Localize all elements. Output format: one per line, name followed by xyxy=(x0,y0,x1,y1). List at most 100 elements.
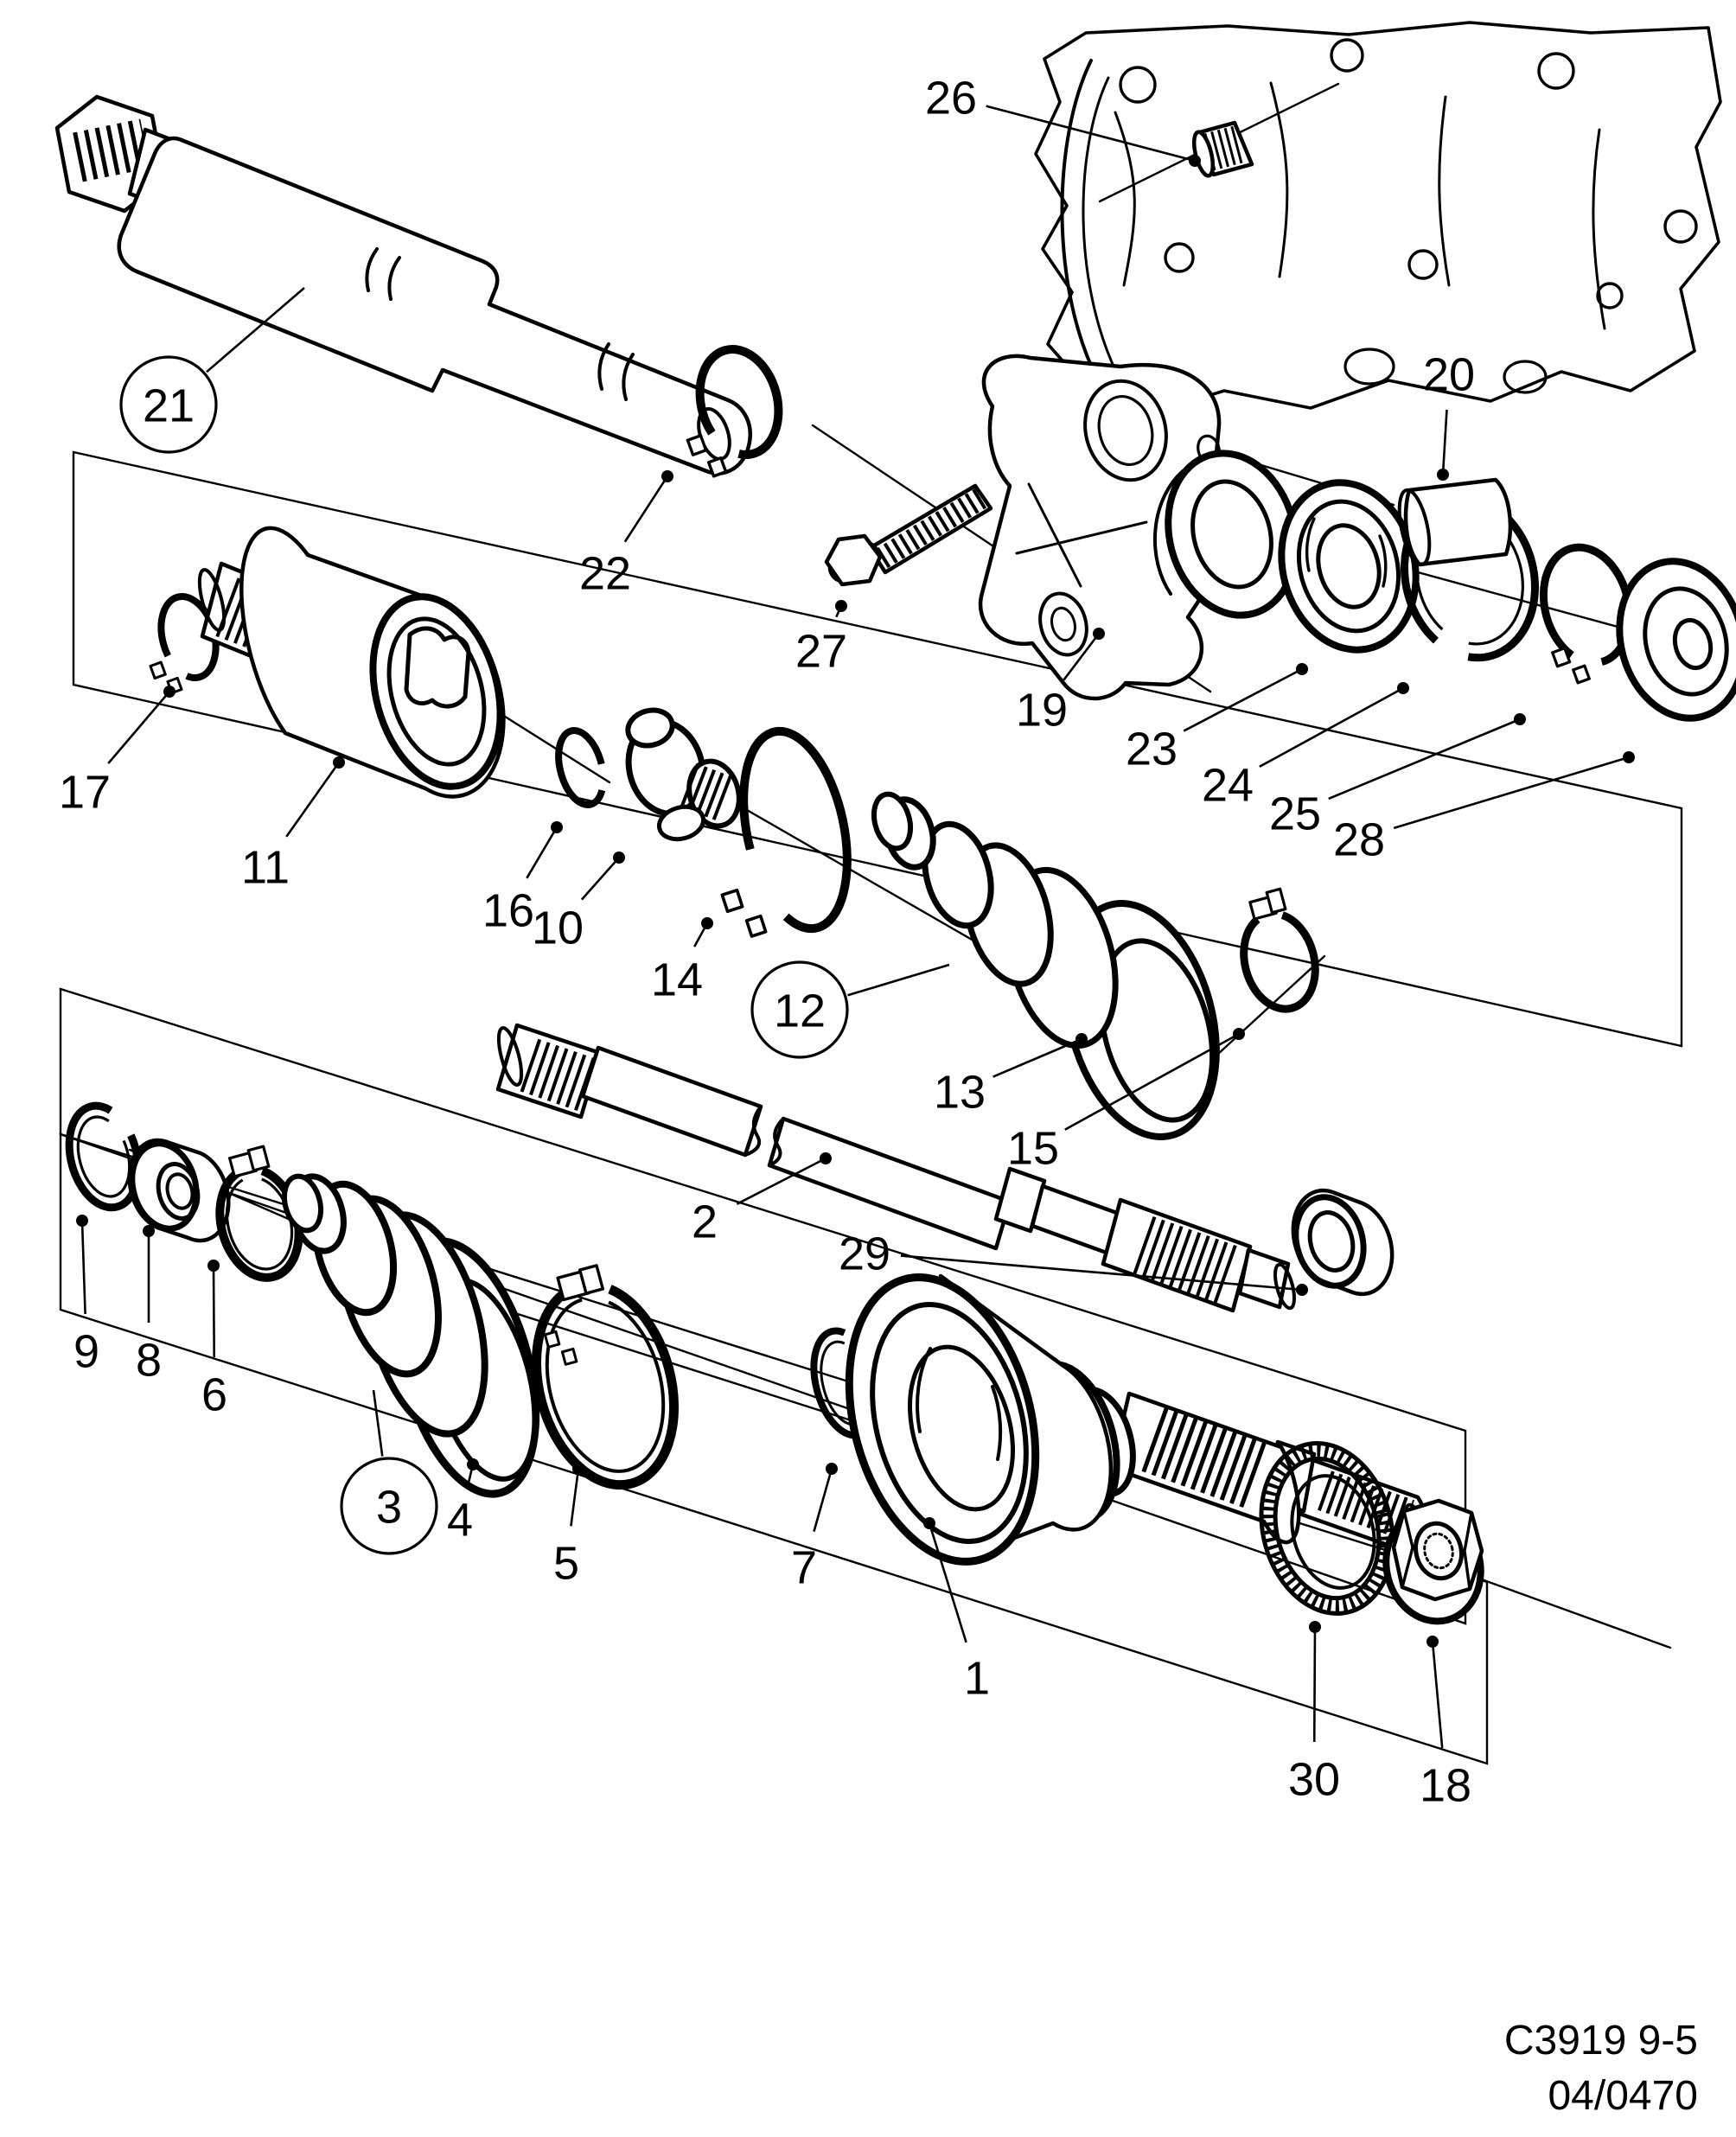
callout-number-22: 22 xyxy=(579,547,631,599)
callout-9-snap-ring-outer: 9 xyxy=(73,1215,99,1377)
leader-line-22 xyxy=(623,475,669,543)
callout-number-21: 21 xyxy=(143,380,195,431)
leader-line-2 xyxy=(736,1157,827,1205)
callout-number-30: 30 xyxy=(1288,1753,1340,1805)
circlip-16 xyxy=(555,727,607,808)
parts-layer xyxy=(54,21,1736,1625)
leader-line-19 xyxy=(1063,633,1101,681)
callout-22-shaft-snap-ring: 22 xyxy=(579,470,673,599)
callout-6-boot-clamp-small: 6 xyxy=(201,1260,227,1420)
callout-15-inner-boot-clamp: 15 xyxy=(1007,1028,1245,1174)
leader-dot-18 xyxy=(1426,1636,1439,1648)
leader-line-3 xyxy=(372,1389,384,1457)
engine-block xyxy=(1034,21,1722,417)
abs-reluctor-ring-30 xyxy=(1259,1441,1395,1616)
inner-boot-13 xyxy=(871,791,1220,1140)
callout-7-circlip-outer-joint: 7 xyxy=(791,1463,838,1593)
figure-code: C3919 9-5 xyxy=(1504,2018,1698,2064)
callout-24-sealing-ring: 24 xyxy=(1202,682,1409,811)
leader-line-26 xyxy=(986,105,1196,163)
leader-dot-6 xyxy=(207,1260,220,1272)
callout-number-27: 27 xyxy=(795,625,847,677)
leader-line-23 xyxy=(1183,667,1303,732)
guide-pin-26 xyxy=(1191,120,1254,178)
bearing-bracket-19 xyxy=(978,354,1241,701)
leader-dot-17 xyxy=(163,686,176,698)
callout-circle-21 xyxy=(119,355,218,454)
leader-dot-26 xyxy=(1189,155,1201,167)
leader-dot-13 xyxy=(1075,1033,1088,1045)
callout-10-tripod-joint: 10 xyxy=(532,852,625,954)
leader-line-16 xyxy=(526,826,558,879)
callout-12-inner-boot-kit: 12 xyxy=(750,960,950,1059)
leader-dot-29 xyxy=(1296,1284,1308,1296)
callout-number-9: 9 xyxy=(73,1325,99,1377)
leader-line-28 xyxy=(1393,756,1630,830)
callout-4-outer-boot: 4 xyxy=(447,1458,479,1546)
leader-line-25 xyxy=(1328,718,1521,801)
leader-dot-5 xyxy=(572,1463,584,1475)
leader-line-7 xyxy=(813,1468,833,1532)
leader-line-13 xyxy=(992,1037,1082,1078)
leader-dot-9 xyxy=(76,1215,88,1227)
callout-27-flange-bolt: 27 xyxy=(795,600,847,677)
callout-26-guide-pin: 26 xyxy=(925,72,1201,167)
leader-line-5 xyxy=(570,1468,580,1527)
callout-number-10: 10 xyxy=(532,902,584,954)
callout-number-16: 16 xyxy=(482,884,534,936)
leader-dot-19 xyxy=(1093,628,1105,640)
callout-number-19: 19 xyxy=(1016,684,1068,736)
retaining-c-ring-14 xyxy=(720,726,852,938)
leader-dot-27 xyxy=(835,600,847,612)
tripod-joint-10 xyxy=(625,707,742,842)
leader-line-15 xyxy=(1064,1032,1240,1131)
outer-boot-4 xyxy=(281,1173,540,1498)
leader-line-11 xyxy=(285,762,341,838)
leader-dot-4 xyxy=(467,1458,479,1470)
figure-reference: C3919 9-5 04/0470 xyxy=(1504,2018,1698,2119)
callout-28-dust-cover: 28 xyxy=(1333,751,1635,865)
leader-line-9 xyxy=(80,1220,86,1315)
leader-line-20 xyxy=(1441,409,1448,475)
callout-number-29: 29 xyxy=(839,1228,890,1279)
callout-8-bushing: 8 xyxy=(136,1225,162,1386)
callout-number-12: 12 xyxy=(774,985,826,1037)
leader-line-18 xyxy=(1431,1641,1444,1749)
outer-cv-joint-1 xyxy=(845,1273,1433,1566)
leader-dot-16 xyxy=(551,821,563,833)
shaft-snap-ring-22 xyxy=(686,345,783,478)
leader-dot-22 xyxy=(661,470,673,482)
callout-number-23: 23 xyxy=(1126,723,1178,775)
hub-nut-18 xyxy=(1382,1498,1484,1625)
leader-line-1 xyxy=(928,1522,967,1643)
snap-ring-9 xyxy=(65,1101,143,1212)
callout-number-26: 26 xyxy=(925,72,977,124)
callout-3-outer-boot-kit: 3 xyxy=(340,1389,438,1555)
frame-shaft-group xyxy=(59,987,1467,1625)
callout-23-support-bearing: 23 xyxy=(1126,663,1308,775)
callout-number-2: 2 xyxy=(692,1196,718,1247)
callout-number-6: 6 xyxy=(201,1368,227,1420)
dust-cover-28 xyxy=(1616,558,1736,722)
callout-number-11: 11 xyxy=(241,841,290,893)
leader-line-29 xyxy=(900,1254,1303,1292)
callout-14-retaining-c-ring: 14 xyxy=(651,917,713,1005)
callout-30-abs-reluctor-ring: 30 xyxy=(1288,1621,1340,1805)
leader-dot-28 xyxy=(1623,751,1635,763)
callout-1-outer-cv-joint: 1 xyxy=(923,1517,990,1704)
leader-line-30 xyxy=(1312,1626,1317,1743)
leader-line-24 xyxy=(1259,686,1404,768)
leader-dot-20 xyxy=(1437,469,1449,481)
callout-number-18: 18 xyxy=(1420,1759,1471,1811)
inner-cv-housing-11 xyxy=(197,526,506,799)
leader-line-10 xyxy=(580,857,620,901)
dowel-pin-20 xyxy=(1397,477,1513,567)
callout-number-13: 13 xyxy=(934,1066,986,1118)
callout-2-intermediate-shaft: 2 xyxy=(692,1152,832,1247)
spacer-sleeve-29 xyxy=(1291,1188,1395,1297)
callout-5-boot-clamp-large: 5 xyxy=(553,1463,584,1589)
leader-dot-24 xyxy=(1397,682,1409,694)
callout-29-spacer-sleeve: 29 xyxy=(839,1228,1308,1296)
